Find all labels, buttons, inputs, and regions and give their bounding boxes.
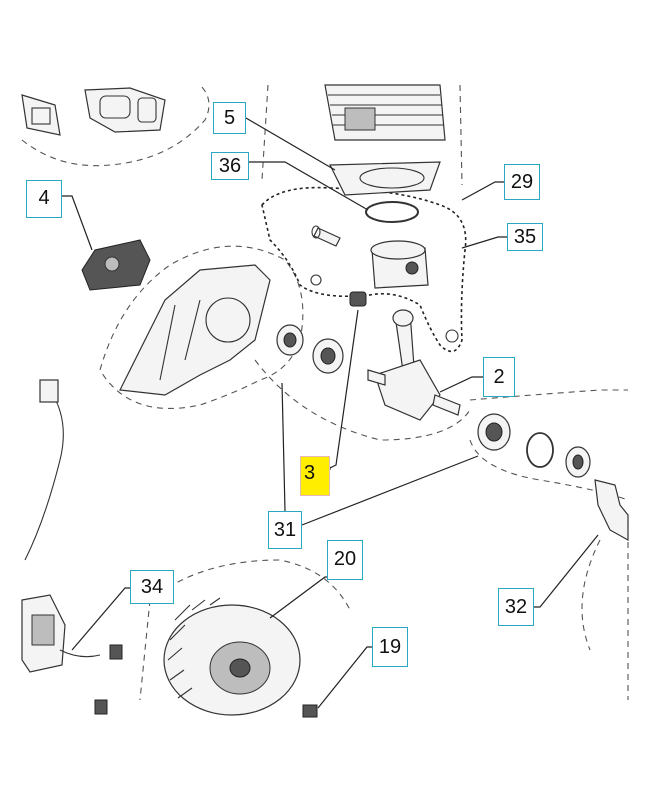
callout-19[interactable]: 19 — [372, 627, 408, 667]
piston-pin-part — [311, 225, 341, 247]
screw-part — [94, 644, 318, 718]
leader-20 — [269, 576, 327, 619]
cylinder-part — [324, 84, 446, 141]
circlip-right — [445, 329, 459, 343]
ignition-module-part — [81, 239, 151, 291]
leader-3 — [320, 309, 359, 474]
callout-35[interactable]: 35 — [507, 223, 543, 251]
callout-31[interactable]: 31 — [268, 511, 302, 549]
callout-29[interactable]: 29 — [504, 164, 540, 200]
bracket-part-32 — [594, 479, 629, 542]
leader-29 — [461, 181, 504, 201]
top-left-group-outline — [21, 84, 210, 167]
crank-group-outline — [254, 359, 471, 441]
leader-5 — [245, 117, 336, 171]
crankcase-group-outline — [99, 245, 304, 409]
callout-3[interactable]: 3 — [300, 456, 330, 496]
cylinder-vertical-outline — [261, 84, 463, 186]
callout-32[interactable]: 32 — [498, 588, 534, 626]
ignition-coil-part — [21, 594, 66, 673]
retaining-ring-right — [526, 432, 554, 468]
leader-2 — [439, 376, 483, 393]
piston-ring-part — [365, 201, 419, 223]
needle-bearing-part — [349, 291, 367, 307]
callout-4[interactable]: 4 — [26, 180, 62, 218]
callout-5[interactable]: 5 — [213, 102, 246, 134]
leader-35 — [461, 236, 507, 249]
callout-2[interactable]: 2 — [483, 357, 515, 397]
callout-34[interactable]: 34 — [130, 570, 174, 604]
bottom-right-outline — [581, 520, 629, 700]
flywheel-part — [163, 597, 301, 716]
right-group-outline — [469, 389, 629, 501]
leader-4 — [62, 195, 93, 251]
crankcase-part — [119, 264, 271, 396]
gasket-bore — [359, 167, 425, 189]
leader-32 — [534, 534, 599, 608]
callout-36[interactable]: 36 — [211, 152, 249, 180]
piston-part — [370, 240, 429, 289]
leader-31 — [281, 382, 479, 526]
gasket-part — [21, 94, 61, 136]
flywheel-group-outline — [139, 559, 351, 701]
leader-34 — [71, 587, 130, 651]
crankshaft-part — [367, 309, 461, 421]
intake-adapter-part — [84, 87, 166, 133]
callout-20[interactable]: 20 — [327, 540, 363, 580]
circlip-left — [310, 274, 322, 286]
leader-36 — [249, 161, 369, 211]
short-circuit-wire — [59, 649, 101, 658]
spark-plug-boot — [39, 379, 59, 403]
ignition-wire — [24, 389, 64, 561]
leader-19 — [317, 646, 372, 709]
